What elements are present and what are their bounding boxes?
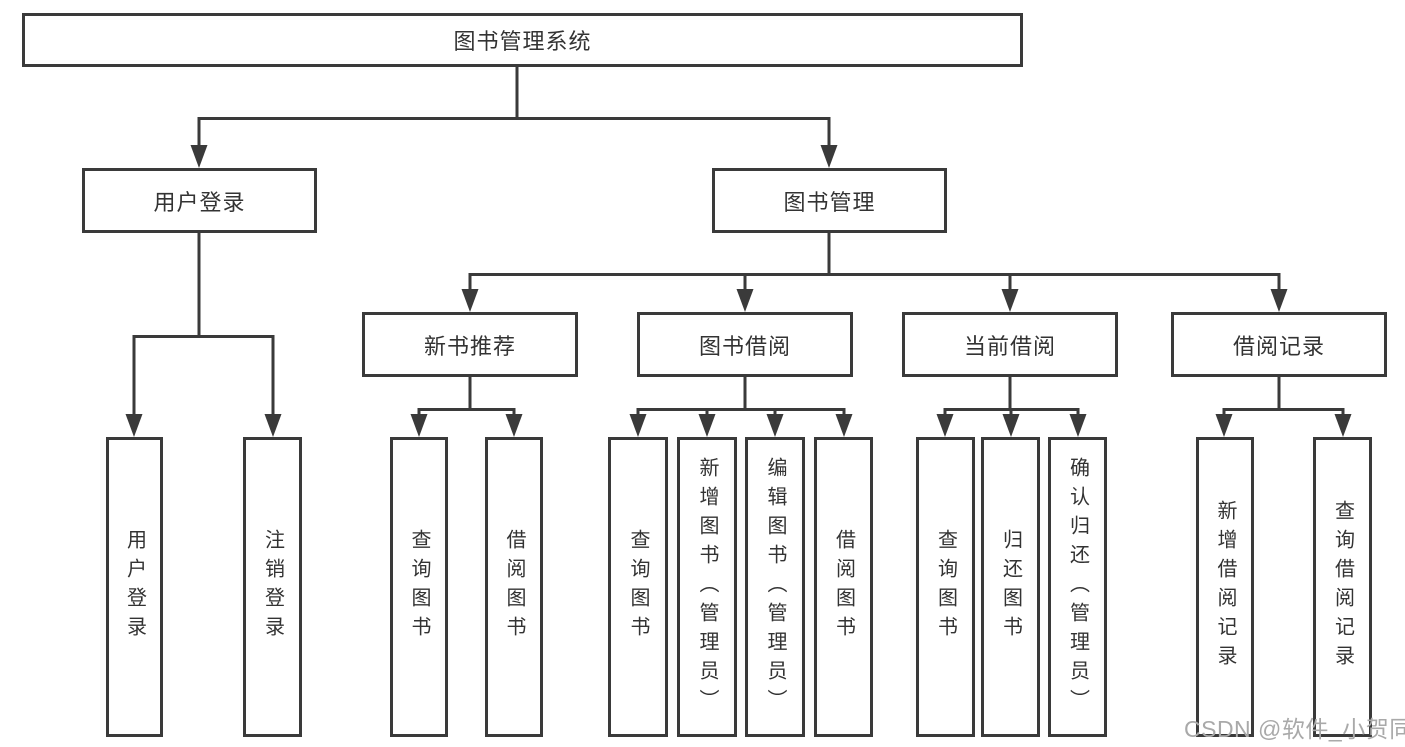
leaf-current-return-books: 归还图书 [981,437,1040,737]
leaf-newrec-borrow-books-label: 借阅图书 [503,529,525,645]
node-book-management: 图书管理 [712,168,947,233]
leaf-borrowing-borrow-books: 借阅图书 [814,437,873,737]
leaf-records-add-borrow-record-label: 新增借阅记录 [1214,500,1236,674]
leaf-borrowing-add-books-admin: 新增图书（管理员） [677,437,737,737]
leaf-current-confirm-return-admin: 确认归还（管理员） [1048,437,1107,737]
csdn-watermark: CSDN @软件_小贺同学 [1184,716,1405,742]
leaf-records-query-borrow-record: 查询借阅记录 [1313,437,1372,737]
leaf-current-query-books: 查询图书 [916,437,975,737]
leaf-borrowing-edit-books-admin-label: 编辑图书（管理员） [764,456,786,718]
leaf-records-query-borrow-record-label: 查询借阅记录 [1331,500,1354,674]
leaf-current-confirm-return-admin-label: 确认归还（管理员） [1066,456,1089,718]
leaf-current-query-books-label: 查询图书 [934,529,957,645]
leaf-logout: 注销登录 [243,437,302,737]
node-user-login: 用户登录 [82,168,317,233]
leaf-logout-label: 注销登录 [261,529,284,645]
leaf-user-login: 用户登录 [106,437,163,737]
node-new-book-recommendation: 新书推荐 [362,312,578,377]
leaf-newrec-borrow-books: 借阅图书 [485,437,543,737]
leaf-borrowing-query-books: 查询图书 [608,437,668,737]
leaf-current-return-books-label: 归还图书 [999,529,1022,645]
leaf-borrowing-edit-books-admin: 编辑图书（管理员） [745,437,805,737]
leaf-newrec-query-books-label: 查询图书 [408,529,430,645]
leaf-user-login-label: 用户登录 [123,529,146,645]
leaf-borrowing-borrow-books-label: 借阅图书 [832,529,855,645]
leaf-records-add-borrow-record: 新增借阅记录 [1196,437,1254,737]
node-current-borrowing: 当前借阅 [902,312,1118,377]
leaf-borrowing-add-books-admin-label: 新增图书（管理员） [696,456,718,718]
node-book-borrowing: 图书借阅 [637,312,853,377]
leaf-newrec-query-books: 查询图书 [390,437,448,737]
node-library-management-system: 图书管理系统 [22,13,1023,67]
leaf-borrowing-query-books-label: 查询图书 [627,529,649,645]
node-borrowing-records: 借阅记录 [1171,312,1387,377]
